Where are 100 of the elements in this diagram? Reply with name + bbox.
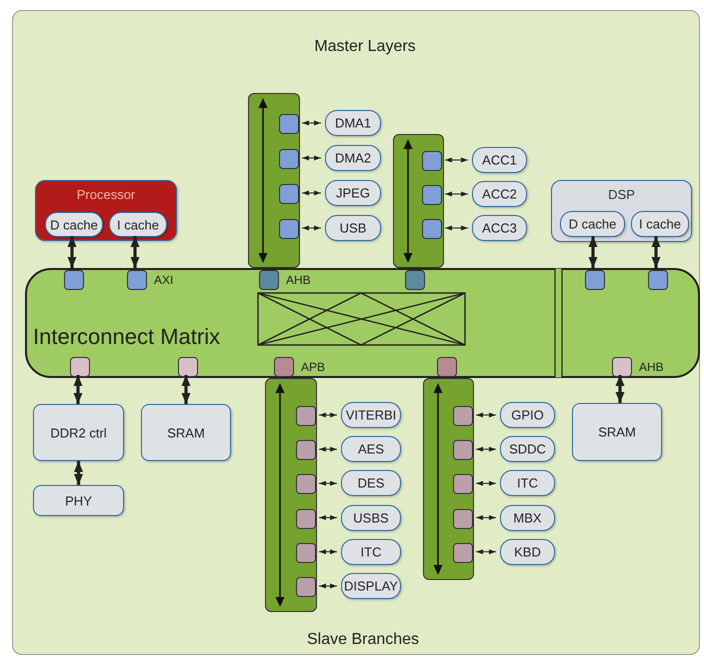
memory-box xyxy=(33,485,124,516)
arrow xyxy=(476,549,496,554)
cache-box xyxy=(631,211,689,237)
arrow xyxy=(444,158,468,162)
port-square xyxy=(422,185,442,205)
module-box xyxy=(325,180,381,206)
bus-label: AHB xyxy=(286,273,311,287)
port-square xyxy=(279,149,299,169)
arrow xyxy=(318,549,338,554)
arrow xyxy=(130,236,140,268)
port-square xyxy=(648,270,668,290)
block-label: ACC1 xyxy=(482,152,517,168)
port-square xyxy=(296,542,316,563)
arrow xyxy=(74,375,82,404)
bus-bar xyxy=(393,134,444,268)
block-title: DSP xyxy=(608,187,635,202)
module-box xyxy=(325,110,381,136)
block-label: USBS xyxy=(353,510,389,526)
bus-title: Interconnect Matrix xyxy=(33,324,220,350)
arrow xyxy=(476,446,496,452)
block-label: SRAM xyxy=(167,425,205,440)
module-box xyxy=(500,402,555,428)
arrow xyxy=(302,226,322,230)
port-square xyxy=(422,219,442,239)
module-box xyxy=(500,538,555,565)
bus-bar xyxy=(265,378,317,612)
module-box xyxy=(341,504,401,531)
module-box xyxy=(341,538,401,565)
arrow xyxy=(302,156,322,160)
module-box xyxy=(325,145,381,171)
arrow xyxy=(74,461,83,485)
arrow xyxy=(68,236,76,268)
cache-box xyxy=(560,211,625,237)
port-square xyxy=(405,270,425,290)
arrow xyxy=(302,190,322,196)
arrow xyxy=(616,375,624,403)
bus-bar xyxy=(248,93,300,268)
block-label: ACC3 xyxy=(482,220,517,236)
block-label: SRAM xyxy=(598,424,636,440)
port-square xyxy=(453,508,473,529)
block-title: Processor xyxy=(76,187,136,202)
block-label: USB xyxy=(340,220,366,236)
arrow xyxy=(182,375,190,404)
port-square xyxy=(296,474,316,494)
bus-bar xyxy=(423,378,474,580)
bus-label: APB xyxy=(301,360,326,374)
port-square xyxy=(279,184,299,204)
processor-box xyxy=(35,180,177,241)
module-box xyxy=(472,147,527,173)
port-square xyxy=(453,474,473,494)
port-square xyxy=(279,219,299,239)
block-label: ITC xyxy=(517,476,538,491)
memory-box xyxy=(33,404,124,461)
block-label: PHY xyxy=(65,493,92,508)
block-label: AES xyxy=(358,442,384,457)
arrow xyxy=(302,120,322,126)
module-box xyxy=(341,402,401,428)
module-box xyxy=(325,215,381,241)
block-label: ITC xyxy=(360,544,382,560)
port-square xyxy=(279,114,299,134)
port-square xyxy=(64,270,84,290)
memory-box xyxy=(572,403,662,461)
block-label: DISPLAY xyxy=(344,578,398,594)
arrow xyxy=(476,412,496,418)
cache-box xyxy=(45,212,103,237)
module-box xyxy=(341,573,401,599)
block-label: D cache xyxy=(568,216,616,232)
block-label: DDR2 ctrl xyxy=(50,425,107,440)
port-square xyxy=(296,406,316,426)
arrow xyxy=(444,226,468,230)
port-square xyxy=(178,357,198,377)
module-box xyxy=(500,470,555,496)
bus-label: AHB xyxy=(639,360,664,374)
module-box xyxy=(500,504,555,531)
module-box xyxy=(472,215,527,241)
block-label: DES xyxy=(358,476,384,491)
block-label: ACC2 xyxy=(482,186,517,202)
block-label: DMA2 xyxy=(334,150,372,166)
port-square xyxy=(437,357,457,377)
block-label: JPEG xyxy=(336,186,370,200)
block-label: MBX xyxy=(513,510,542,526)
arrow xyxy=(652,236,660,268)
block-label: SDDC xyxy=(509,442,546,457)
arrow xyxy=(476,480,496,486)
arrow xyxy=(318,584,338,588)
port-square xyxy=(453,542,473,563)
bus-label: AXI xyxy=(154,273,174,287)
block-label: GPIO xyxy=(511,408,544,422)
module-box xyxy=(472,181,527,207)
block-label: I cache xyxy=(117,217,159,232)
cache-box xyxy=(109,212,167,237)
module-box xyxy=(341,470,401,496)
port-square xyxy=(453,406,473,426)
block-label: DMA1 xyxy=(334,116,372,130)
block-label: D cache xyxy=(50,217,98,232)
arrow xyxy=(318,412,338,418)
arrow xyxy=(476,515,496,520)
arrow xyxy=(318,446,338,452)
module-box xyxy=(341,436,401,462)
arrow xyxy=(318,515,338,520)
